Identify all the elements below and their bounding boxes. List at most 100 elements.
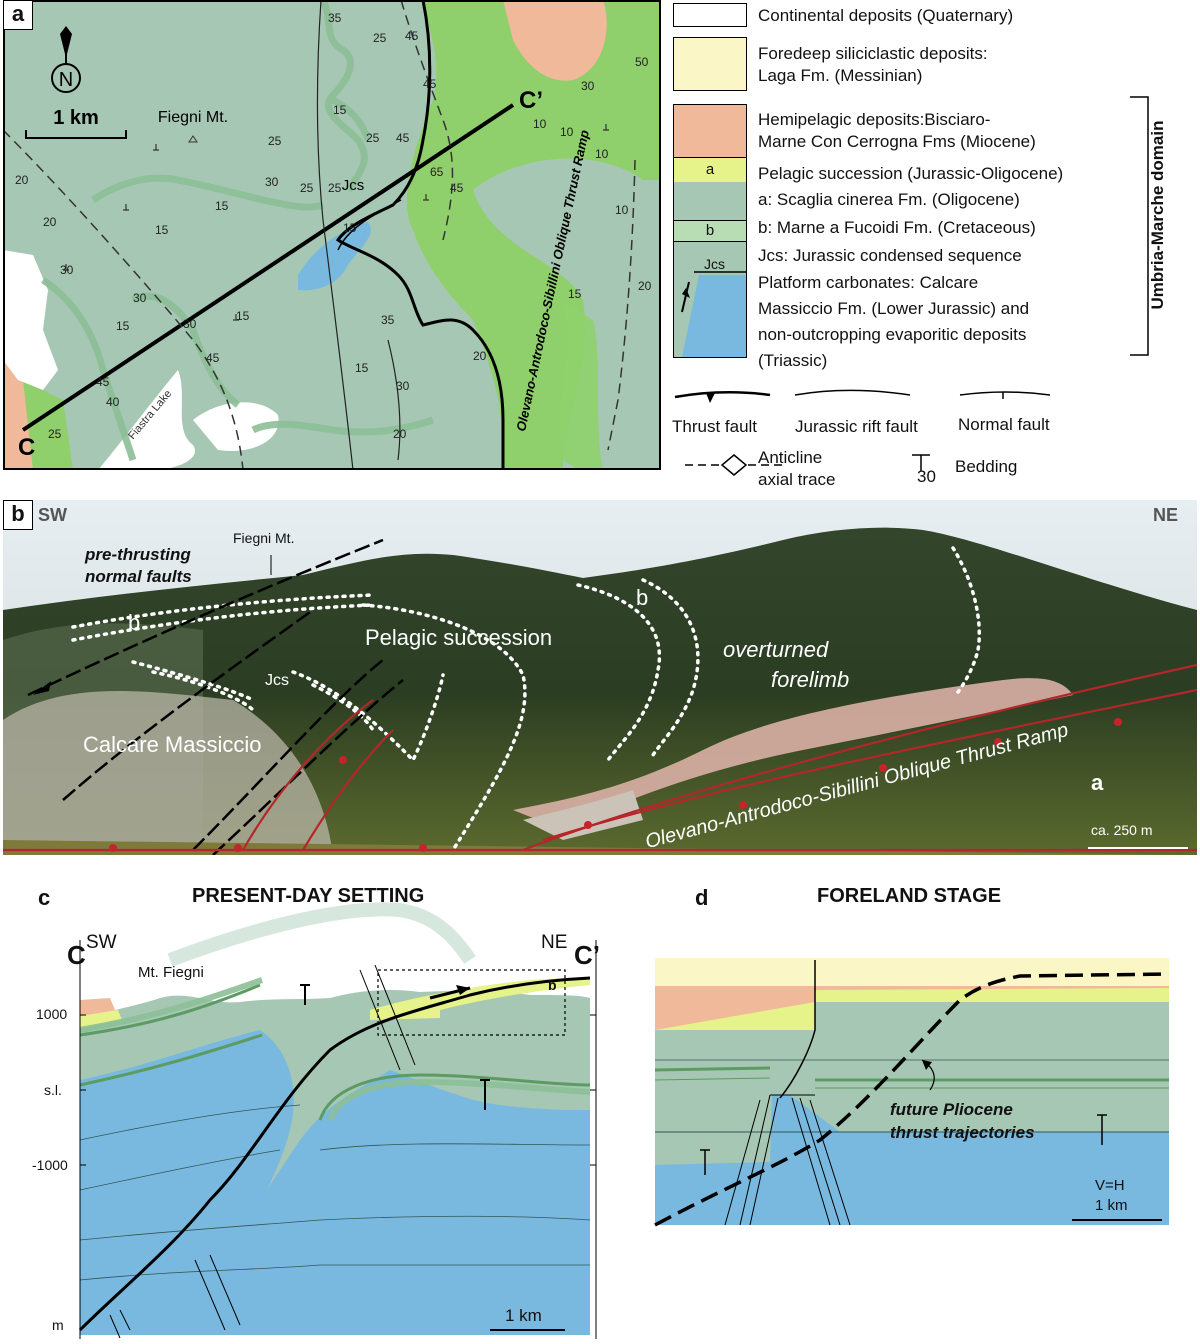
svg-text:20: 20	[638, 279, 652, 293]
photo-jcs-label: Jcs	[265, 672, 289, 689]
svg-text:25: 25	[48, 427, 62, 441]
legend-platform-3: non-outcropping evaporitic deposits	[758, 325, 1027, 344]
panel-c-tag: c	[38, 885, 51, 910]
svg-text:25: 25	[300, 181, 314, 195]
y-axis-minus-1000: -1000	[32, 1157, 68, 1173]
forelimb-cliff	[513, 678, 1073, 830]
svg-text:25: 25	[328, 181, 342, 195]
vh-label: V=H	[1095, 1177, 1125, 1194]
panel-c-section: c PRESENT-DAY SETTING C SW NE C’ Mt. Fie…	[0, 870, 640, 1339]
legend-hemipelagic-1: Hemipelagic deposits:Bisciaro-	[758, 110, 991, 129]
dip-values: 35 25 45 15 25 45 25 65 45 45 30 25 25 1…	[15, 11, 652, 441]
map-platform-outcrop	[298, 222, 371, 291]
section-c-left: C	[67, 940, 86, 970]
photo-sw-label: SW	[38, 505, 67, 525]
photo-faults-label-2: normal faults	[85, 567, 192, 586]
section-c-right: C’	[574, 940, 600, 970]
foreland-platform	[655, 1095, 1169, 1225]
y-axis-1000: 1000	[36, 1006, 68, 1022]
y-axis-sl: s.l.	[44, 1082, 62, 1098]
geologic-map: N 1 km Fiegni Mt. Jcs Fiastra Lake C C’ …	[2, 0, 661, 471]
photo-b-right: b	[636, 585, 649, 610]
legend-normal: Normal fault	[958, 415, 1050, 434]
swatch-jcs-label: Jcs	[704, 256, 725, 272]
panel-d-title: FORELAND STAGE	[817, 885, 1002, 907]
svg-text:45: 45	[396, 131, 410, 145]
future-thrust	[654, 972, 1170, 1227]
legend-continental: Continental deposits (Quaternary)	[758, 6, 1014, 25]
svg-text:25: 25	[373, 31, 387, 45]
svg-text:65: 65	[430, 165, 444, 179]
landscape-photo	[3, 500, 1198, 856]
photo-overturned-2: forelimb	[771, 667, 850, 692]
panel-b-tag: b	[3, 500, 33, 530]
photo-pelagic-label: Pelagic succession	[365, 625, 553, 650]
symbol-legend	[674, 389, 1051, 476]
svg-text:40: 40	[106, 395, 120, 409]
legend-bedding: Bedding	[955, 457, 1018, 476]
panel-c-title: PRESENT-DAY SETTING	[192, 885, 425, 907]
photo-calcare-label: Calcare Massiccio	[83, 732, 262, 757]
svg-text:45: 45	[405, 29, 419, 43]
photo-ne-label: NE	[1153, 505, 1179, 525]
svg-text:30: 30	[183, 317, 197, 331]
domain-label: Umbria-Marche domain	[1148, 120, 1167, 310]
swatch-scaglia: a	[673, 157, 747, 183]
svg-text:10: 10	[615, 203, 629, 217]
svg-text:35: 35	[328, 11, 342, 25]
photo-peak-label: Fiegni Mt.	[233, 530, 295, 546]
legend-hemipelagic-2: Marne Con Cerrogna Fms (Miocene)	[758, 132, 1036, 151]
normal-fault-symbol	[959, 391, 1051, 396]
panel-a-map: N 1 km Fiegni Mt. Jcs Fiastra Lake C C’ …	[2, 0, 661, 471]
section-c-label: C	[18, 434, 35, 461]
scale-bar-label: 1 km	[53, 107, 99, 129]
svg-text:15: 15	[343, 221, 357, 235]
svg-text:45: 45	[96, 375, 110, 389]
svg-text:20: 20	[473, 349, 487, 363]
legend-scaglia: a: Scaglia cinerea Fm. (Oligocene)	[758, 190, 1020, 209]
future-label-1: future Pliocene	[890, 1100, 1013, 1119]
svg-text:25: 25	[366, 131, 380, 145]
section-peak: Mt. Fiegni	[138, 964, 204, 981]
panel-b-photo: b SW NE Fiegni Mt. pre-thrusting normal …	[3, 500, 1198, 856]
swatch-foredeep	[673, 37, 747, 91]
swatch-jcs-platform: Jcs	[673, 241, 747, 358]
photo-faults-label-1: pre-thrusting	[85, 545, 191, 564]
rift-fault-symbol	[794, 389, 911, 396]
foreland-stage-section	[654, 958, 1170, 1227]
section-sw: SW	[86, 932, 117, 953]
svg-text:35: 35	[381, 313, 395, 327]
section-ne: NE	[541, 932, 568, 953]
jcs-label: Jcs	[342, 177, 365, 194]
bedding-symbol	[912, 454, 930, 471]
photo-overturned-1: overturned	[723, 637, 829, 662]
panel-d-tag: d	[695, 885, 709, 910]
domain-bracket	[1130, 96, 1149, 356]
map-hemipelagic-patch	[503, 0, 607, 81]
box-b-label: b	[548, 977, 557, 993]
svg-text:30: 30	[396, 379, 410, 393]
svg-text:25: 25	[268, 134, 282, 148]
photo-b-left: b	[128, 610, 141, 635]
panel-a-tag: a	[3, 0, 33, 30]
photo-scale-label: ca. 250 m	[1091, 822, 1153, 838]
svg-text:15: 15	[155, 223, 169, 237]
svg-text:45: 45	[206, 351, 220, 365]
legend-anticline-1: Anticline	[758, 448, 823, 467]
section-c-prime-label: C’	[519, 87, 543, 114]
y-axis-m: m	[52, 1317, 64, 1333]
legend-pelagic: Pelagic succession (Jurassic-Oligocene)	[758, 164, 1064, 183]
swatch-pelagic	[673, 182, 747, 221]
legend-foredeep-2: Laga Fm. (Messinian)	[758, 66, 923, 85]
svg-text:15: 15	[215, 199, 229, 213]
svg-text:15: 15	[568, 287, 582, 301]
swatch-marne: b	[673, 220, 747, 242]
svg-text:30: 30	[133, 291, 147, 305]
svg-text:10: 10	[560, 125, 574, 139]
svg-text:15: 15	[116, 319, 130, 333]
svg-text:15: 15	[355, 361, 369, 375]
panel-c-scale: 1 km	[505, 1306, 542, 1325]
calcare-cliff	[3, 691, 333, 855]
svg-text:20: 20	[43, 215, 57, 229]
svg-text:15: 15	[333, 103, 347, 117]
